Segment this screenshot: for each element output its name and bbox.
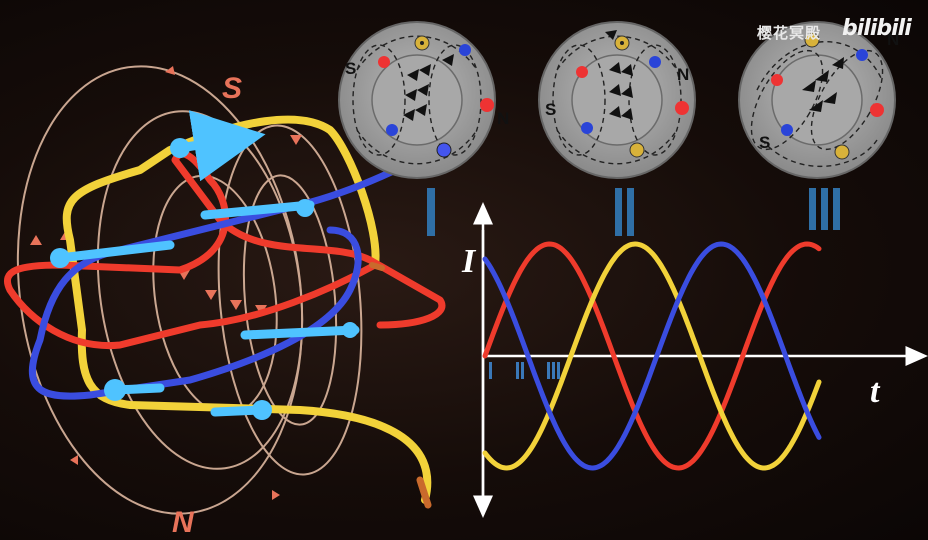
field-loop-right-inner — [242, 174, 338, 426]
phase-indicator-bar — [809, 188, 816, 230]
watermark-text: 樱花冥殿 — [757, 24, 822, 42]
pole-label-n: N — [172, 506, 195, 539]
phase-indicator-bar — [833, 188, 840, 230]
time-marker-bar — [557, 362, 560, 379]
copper-lead — [416, 476, 432, 509]
rotor-3-right-pole: N — [887, 30, 899, 49]
time-marker-bar — [521, 362, 524, 379]
waveform-series-3 — [482, 241, 822, 471]
phase-indicator-bar — [627, 188, 634, 236]
field-loop-mid — [96, 110, 304, 470]
red-winding — [4, 150, 446, 350]
current-nodes — [50, 138, 358, 420]
field-loop-right — [217, 124, 363, 476]
phase-indicator-bar — [427, 188, 435, 236]
waveform-series-2 — [482, 241, 822, 471]
rotor-3-left-pole: S — [759, 133, 770, 152]
rotor-3: S N — [738, 21, 899, 230]
pole-label-s: S — [222, 72, 242, 105]
yellow-winding — [62, 115, 432, 504]
time-marker-bar — [489, 362, 492, 379]
time-marker-bar — [547, 362, 550, 379]
rotor-2-left-pole: S — [545, 100, 556, 119]
rotor-2-right-pole: N — [677, 65, 689, 84]
coil-windings — [4, 115, 474, 504]
chart-x-label: t — [870, 373, 881, 410]
rotor-1-right-pole: N — [497, 109, 509, 128]
phase-indicator-bar — [615, 188, 622, 236]
rotor-1: S N — [338, 21, 509, 236]
bilibili-logo: bilibili — [842, 16, 912, 41]
time-marker-bar — [516, 362, 519, 379]
rotor-2: S N — [538, 21, 696, 236]
blue-winding — [28, 126, 474, 400]
copper-lead — [369, 262, 385, 271]
current-waveform-chart: I t — [461, 202, 928, 518]
time-marker-bar — [552, 362, 555, 379]
phase-indicator-bar — [821, 188, 828, 230]
magnetic-field-lines — [16, 65, 363, 515]
chart-y-label: I — [461, 243, 477, 280]
rotor-1-left-pole: S — [345, 59, 356, 78]
